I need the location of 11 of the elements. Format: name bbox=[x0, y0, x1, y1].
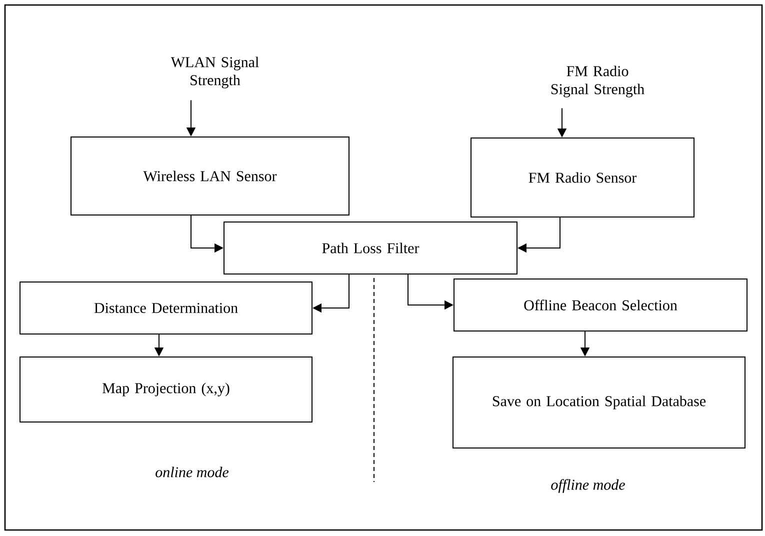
process-box: Path Loss Filter bbox=[224, 222, 518, 274]
input-label: WLAN Signal Strength bbox=[170, 56, 259, 88]
process-box: Wireless LAN Sensor bbox=[70, 136, 350, 216]
input-label: FM Radio Signal Strength bbox=[551, 66, 644, 98]
process-box: Distance Determination bbox=[20, 282, 312, 334]
process-box: FM Radio Sensor bbox=[470, 138, 694, 218]
process-box: Map Projection (x,y) bbox=[20, 356, 312, 422]
process-box: Offline Beacon Selection bbox=[454, 278, 748, 332]
process-box: Save on Location Spatial Database bbox=[452, 356, 746, 448]
mode-label: online mode bbox=[156, 466, 229, 478]
mode-label: offline mode bbox=[551, 479, 625, 493]
